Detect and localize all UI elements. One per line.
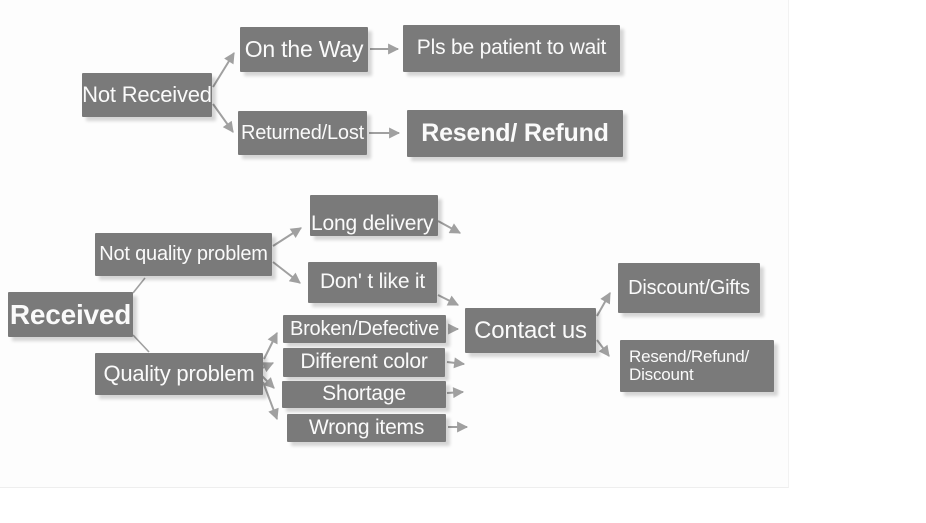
node-not-received: Not Received bbox=[82, 73, 212, 117]
node-label: Shortage bbox=[322, 382, 406, 406]
node-long-delivery: Long delivery bbox=[310, 195, 438, 236]
node-label: Quality problem bbox=[103, 361, 255, 387]
node-label: On the Way bbox=[244, 36, 364, 63]
node-label: Returned/Lost bbox=[240, 121, 365, 144]
node-label: Long delivery bbox=[311, 211, 434, 235]
node-label: Not quality problem bbox=[99, 243, 268, 265]
node-contact-us: Contact us bbox=[465, 308, 596, 353]
node-different-color: Different color bbox=[283, 348, 445, 377]
node-received: Received bbox=[8, 292, 133, 337]
node-label-line1: Resend/Refund/ bbox=[629, 347, 750, 367]
node-label: Contact us bbox=[474, 316, 587, 344]
node-label: Discount/Gifts bbox=[628, 276, 750, 299]
node-shortage: Shortage bbox=[282, 381, 446, 408]
node-discount-gifts: Discount/Gifts bbox=[618, 263, 760, 313]
node-resend-refund: Resend/ Refund bbox=[407, 110, 623, 157]
node-quality-problem: Quality problem bbox=[95, 353, 263, 395]
node-wrong-items: Wrong items bbox=[287, 414, 446, 442]
node-not-quality-problem: Not quality problem bbox=[95, 233, 272, 276]
node-label: Resend/ Refund bbox=[421, 119, 609, 148]
node-label: Not Received bbox=[82, 82, 212, 108]
node-pls-be-patient: Pls be patient to wait bbox=[403, 25, 620, 72]
node-label: Different color bbox=[300, 350, 428, 374]
node-label: Wrong items bbox=[308, 415, 425, 439]
node-broken-defective: Broken/Defective bbox=[283, 315, 446, 343]
node-label: Pls be patient to wait bbox=[416, 36, 607, 60]
node-returned-lost: Returned/Lost bbox=[238, 111, 367, 155]
node-label: Broken/Defective bbox=[289, 317, 440, 340]
node-on-the-way: On the Way bbox=[240, 27, 368, 72]
node-resend-refund-discount: Resend/Refund/ Discount bbox=[620, 340, 774, 392]
node-label-line2: Discount bbox=[629, 365, 694, 384]
node-label: Don' t like it bbox=[319, 270, 426, 294]
node-dont-like-it: Don' t like it bbox=[308, 262, 437, 303]
node-label: Received bbox=[9, 298, 132, 330]
